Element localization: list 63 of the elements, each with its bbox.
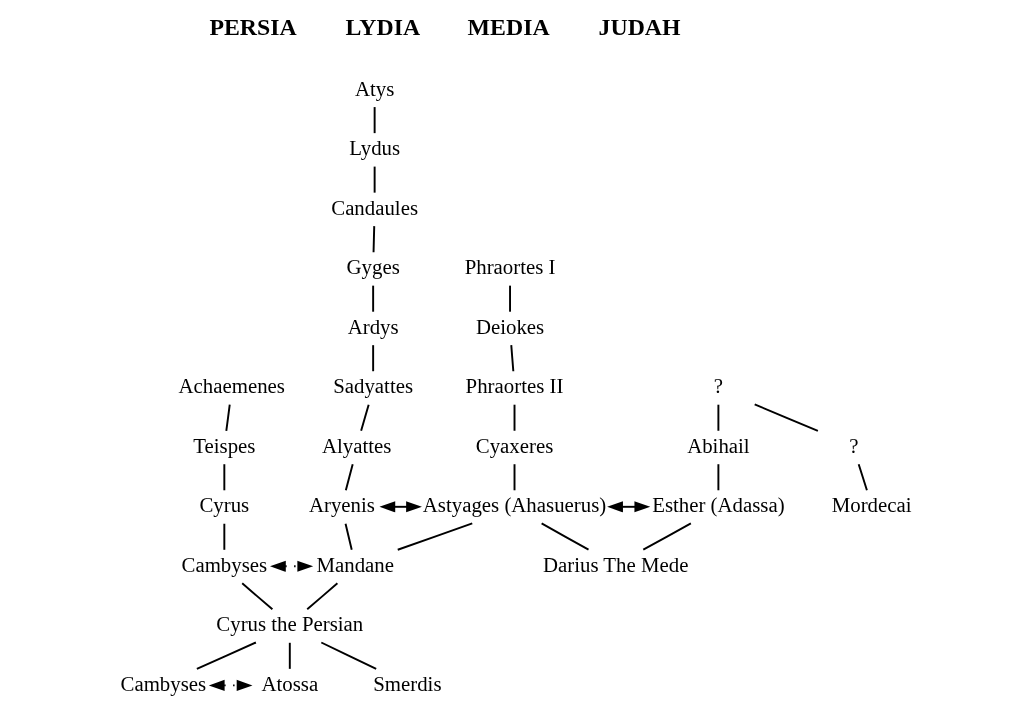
- node-text: Darius The Mede: [543, 552, 689, 577]
- connector: [513, 463, 516, 492]
- node-text: Candaules: [331, 195, 419, 220]
- connector: [223, 522, 226, 551]
- connector: [223, 463, 226, 492]
- node-text: Esther (Adassa): [652, 493, 785, 518]
- connector: [717, 403, 720, 432]
- node-text: Atys: [354, 76, 395, 101]
- connector: [753, 403, 819, 432]
- node-text: Achaemenes: [178, 374, 285, 399]
- connector: [509, 284, 511, 313]
- node-text: Aryenis: [308, 493, 375, 518]
- connector: [396, 522, 474, 551]
- node-text: Lydus: [349, 136, 401, 161]
- connector: [306, 582, 339, 611]
- connector: [241, 582, 274, 611]
- label: JUDAH: [598, 13, 681, 40]
- node-text: Cyrus: [199, 493, 250, 518]
- connector: [373, 106, 376, 135]
- arrow: [607, 501, 651, 513]
- node-text: Cyaxeres: [475, 433, 554, 458]
- connector: [344, 522, 353, 551]
- node-text: Cambyses: [181, 552, 268, 577]
- node-text: Phraortes I: [464, 255, 556, 280]
- label: MEDIA: [467, 13, 550, 40]
- connector: [360, 403, 370, 432]
- connector: [857, 463, 868, 492]
- node-text: Sadyattes: [333, 374, 414, 399]
- connector: [373, 165, 376, 194]
- node-text: ?: [713, 374, 724, 399]
- node-text: Mandane: [316, 552, 395, 577]
- node-text: Smerdis: [373, 671, 442, 696]
- connector: [195, 641, 257, 670]
- connector: [288, 641, 291, 670]
- connector: [510, 344, 515, 373]
- connector: [344, 463, 354, 492]
- node-text: Deiokes: [475, 314, 545, 339]
- connector: [320, 641, 378, 670]
- connector: [372, 284, 375, 313]
- arrow: [379, 501, 422, 513]
- node-text: Phraortes II: [465, 374, 564, 399]
- node-text: Atossa: [261, 671, 319, 696]
- node-text: Mordecai: [831, 493, 912, 518]
- arrow: [270, 560, 314, 572]
- connector: [372, 225, 376, 254]
- node-text: Ardys: [347, 314, 399, 339]
- node-text: Cyrus the Persian: [216, 612, 364, 637]
- node-text: Abihail: [687, 433, 750, 458]
- connector: [225, 403, 231, 432]
- node-text: Gyges: [346, 255, 400, 280]
- node-text: ?: [849, 433, 859, 458]
- label: PERSIA: [209, 13, 297, 40]
- connector: [717, 463, 720, 492]
- node-text: Cambyses: [120, 671, 207, 696]
- node-text: Alyattes: [322, 433, 392, 458]
- connector: [642, 522, 692, 551]
- node-text: Teispes: [193, 433, 256, 458]
- arrow: [208, 679, 253, 691]
- node-text: Astyages (Ahasuerus): [422, 493, 607, 518]
- connector: [513, 403, 516, 432]
- label: LYDIA: [345, 13, 421, 40]
- connector: [540, 522, 590, 551]
- connector: [372, 344, 375, 373]
